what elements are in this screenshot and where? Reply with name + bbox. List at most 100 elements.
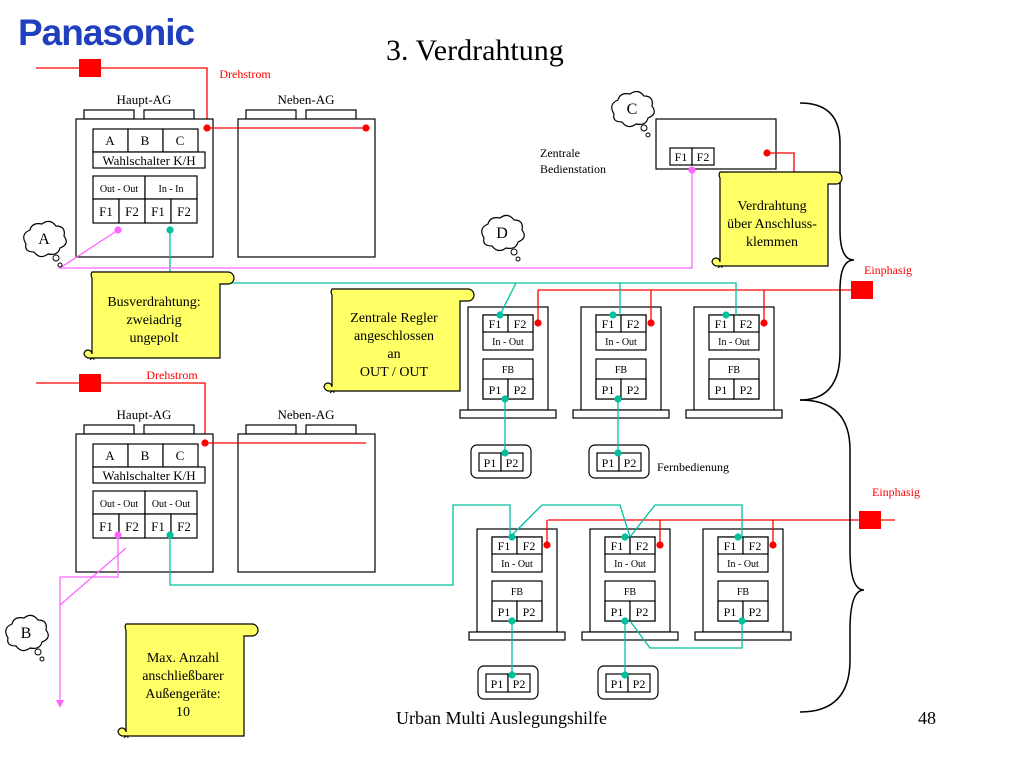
- terminal-label: P1: [489, 383, 502, 397]
- note-busverdrahtung-line: zweiadrig: [126, 313, 181, 328]
- terminal-label: F2: [740, 317, 753, 331]
- terminal-label: P2: [633, 677, 646, 691]
- wahlschalter-label: Wahlschalter K/H: [102, 468, 195, 483]
- terminal-f2: [742, 536, 769, 555]
- note-zentrale-regler-curl: [329, 390, 335, 394]
- terminal-label: P1: [611, 677, 624, 691]
- callout-a-bubble: [57, 262, 63, 268]
- terminal-label: F2: [627, 317, 640, 331]
- outdoor-unit-label: Neben-AG: [277, 92, 334, 107]
- terminal-p2: [627, 673, 651, 693]
- selector-switch-label: C: [176, 133, 185, 148]
- terminal-label: P1: [715, 383, 728, 397]
- fb-label: FB: [615, 365, 628, 376]
- bus-line-bottom-2: [509, 504, 631, 538]
- terminal-label: P1: [602, 456, 615, 470]
- central-station-label: Zentrale: [540, 146, 580, 160]
- bus-dot: [496, 311, 504, 319]
- bus-line-bottom-3: [629, 504, 743, 538]
- fb-label: FB: [728, 365, 741, 376]
- terminal-label: P2: [627, 383, 640, 397]
- bus-dot: [166, 531, 174, 539]
- brace-top: [799, 102, 855, 401]
- indoor-unit-base: [581, 631, 679, 641]
- bus-dot: [621, 617, 629, 625]
- terminal-label: F1: [99, 204, 113, 219]
- terminal-f2: [629, 536, 656, 555]
- terminal-label: F2: [125, 204, 139, 219]
- terminal-f2: [118, 198, 146, 224]
- power-terminal: [79, 59, 101, 77]
- selector-switch-label: A: [105, 133, 115, 148]
- terminal-p2: [507, 378, 534, 400]
- indoor-unit-base: [468, 631, 566, 641]
- unit-tab: [83, 109, 135, 120]
- terminal-label: F2: [177, 204, 191, 219]
- note-zentrale-regler-line: Zentrale Regler: [350, 311, 438, 326]
- bus-dot: [609, 311, 617, 319]
- bus-dot: [734, 533, 742, 541]
- note-max-anzahl-shape: [117, 623, 259, 737]
- bus-dot: [114, 531, 122, 539]
- callout-c-bubble: [640, 124, 648, 132]
- drehstrom-label-top: Drehstrom: [219, 67, 271, 81]
- indoor-unit-base: [694, 631, 792, 641]
- unit-tab: [245, 424, 297, 435]
- note-max-anzahl-line: 10: [176, 705, 190, 720]
- note-verdrahtung-line: über Anschluss-: [727, 217, 817, 232]
- power-terminal: [79, 374, 101, 392]
- note-max-anzahl-curl: [123, 735, 129, 739]
- in-out-label: In - Out: [614, 559, 646, 570]
- bus-dot: [166, 226, 174, 234]
- power-dot: [760, 319, 768, 327]
- terminal-p2: [500, 452, 524, 472]
- note-busverdrahtung-shape: [83, 271, 235, 359]
- power-dot: [656, 541, 664, 549]
- remote-link: [629, 620, 743, 649]
- bus-dot: [621, 671, 629, 679]
- indoor-unit-base: [572, 409, 670, 419]
- terminal-p2: [733, 378, 760, 400]
- power-dot: [362, 124, 370, 132]
- terminal-label: P1: [484, 456, 497, 470]
- bus-branch: [499, 282, 517, 316]
- fb-label: FB: [502, 365, 515, 376]
- power-dot: [647, 319, 655, 327]
- bus-dot: [722, 311, 730, 319]
- bus-dot: [738, 617, 746, 625]
- page-number: 48: [918, 708, 936, 728]
- callout-d: [481, 214, 525, 252]
- terminal-f2: [691, 147, 715, 166]
- terminal-label: P1: [491, 677, 504, 691]
- callout-d-bubble: [515, 256, 521, 262]
- outdoor-unit-label: Neben-AG: [277, 407, 334, 422]
- selector-switch-label: C: [176, 448, 185, 463]
- terminal-label: P2: [506, 456, 519, 470]
- terminal-label: P2: [514, 383, 527, 397]
- callout-a-bubble: [52, 254, 60, 262]
- callout-b-bubble: [39, 656, 45, 662]
- note-max-anzahl-line: Außengeräte:: [145, 687, 220, 702]
- terminal-group-label: Out - Out: [100, 184, 139, 195]
- terminal-label: F1: [489, 317, 502, 331]
- callout-c: [611, 90, 655, 128]
- power-dot: [201, 439, 209, 447]
- bus-dot: [621, 533, 629, 541]
- selector-switch-label: A: [105, 448, 115, 463]
- einphasig-label-top: Einphasig: [864, 263, 912, 277]
- bus-dot: [508, 617, 516, 625]
- bus-dot: [501, 395, 509, 403]
- wahlschalter-box: [92, 151, 206, 169]
- outdoor-unit-label: Haupt-AG: [117, 92, 172, 107]
- terminal-label: P2: [636, 605, 649, 619]
- terminal-f2: [118, 513, 146, 539]
- terminal-f2: [516, 536, 543, 555]
- power-terminal: [859, 511, 881, 529]
- unit-tab: [83, 424, 135, 435]
- terminal-label: P2: [749, 605, 762, 619]
- note-zentrale-regler-line: an: [387, 347, 400, 362]
- wahlschalter-box: [92, 466, 206, 484]
- terminal-label: F1: [99, 519, 113, 534]
